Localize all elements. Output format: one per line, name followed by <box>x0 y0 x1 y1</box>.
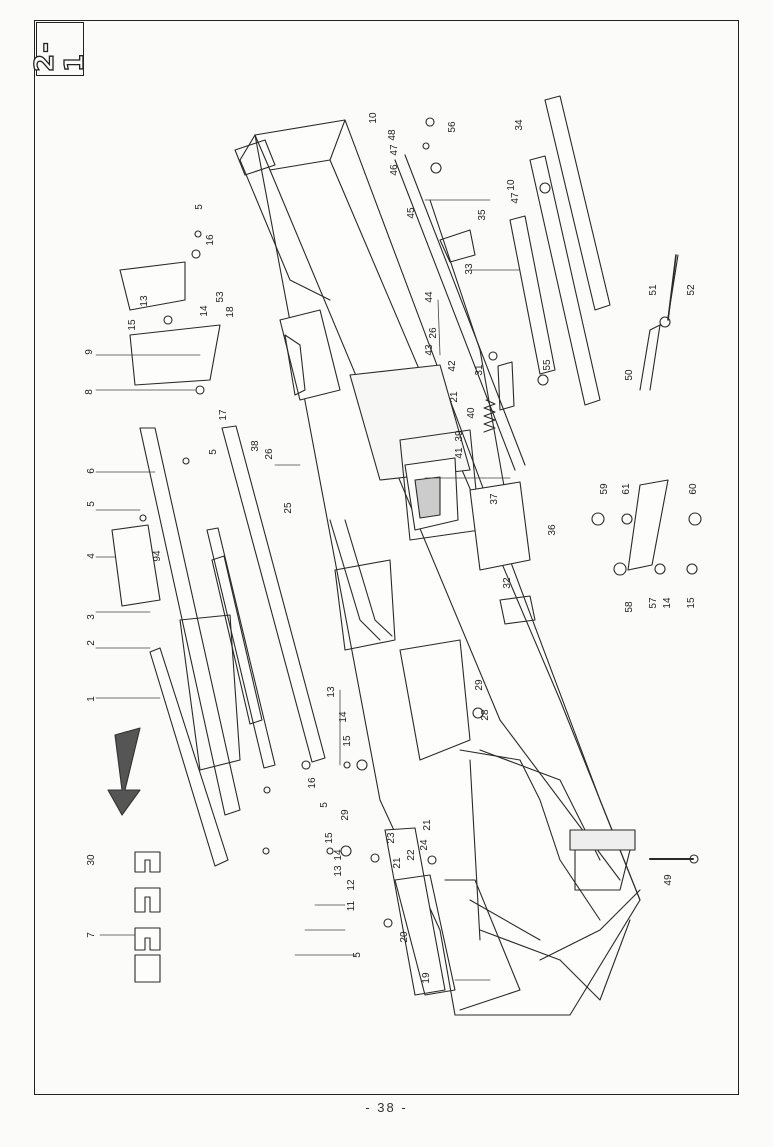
part-number-label: 45 <box>406 207 417 219</box>
leader-lines <box>95 199 521 981</box>
part-number-label: 12 <box>346 879 357 891</box>
part-number-label: 61 <box>621 483 632 495</box>
part-number-label: 29 <box>474 679 485 691</box>
part-number-label: 13 <box>333 865 344 877</box>
part-number-label: 21 <box>449 391 460 403</box>
part-number-label: 38 <box>250 440 261 452</box>
part-number-label: 47 <box>510 192 521 204</box>
part-number-label: 20 <box>399 931 410 943</box>
part-number-label: 40 <box>466 407 477 419</box>
section-tag: 2-1 <box>29 22 91 76</box>
part-number-label: 41 <box>454 447 465 459</box>
part-number-label: 13 <box>326 686 337 698</box>
part-number-label: 60 <box>688 483 699 495</box>
part-number-label: 44 <box>424 291 435 303</box>
part-number-label: 53 <box>215 291 226 303</box>
part-number-label: 7 <box>86 932 97 938</box>
part-number-label: 18 <box>225 306 236 318</box>
part-number-label: 35 <box>477 209 488 221</box>
part-number-label: 4 <box>86 553 97 559</box>
part-number-label: 14 <box>338 711 349 723</box>
part-number-label: 14 <box>333 849 344 861</box>
part-number-label: 37 <box>489 493 500 505</box>
part-number-label: 49 <box>663 874 674 886</box>
part-number-label: 52 <box>686 284 697 296</box>
part-number-label: 5 <box>352 952 363 958</box>
part-number-label: 22 <box>406 849 417 861</box>
drawing-frame <box>34 20 739 1095</box>
direction-arrow <box>107 727 141 816</box>
page-number: - 38 - <box>365 1100 408 1115</box>
part-number-label: 14 <box>199 305 210 317</box>
part-number-label: 11 <box>346 900 357 912</box>
part-number-label: 15 <box>342 735 353 747</box>
rod-52 <box>667 254 677 321</box>
part-number-label: 3 <box>86 614 97 620</box>
part-number-label: 50 <box>624 369 635 381</box>
right-side-parts <box>119 95 679 625</box>
part-number-label: 48 <box>387 129 398 141</box>
fasteners <box>139 117 702 928</box>
part-number-label: 19 <box>421 972 432 984</box>
part-number-label: 6 <box>86 468 97 474</box>
part-number-label: 9 <box>84 349 95 355</box>
main-frame <box>234 119 641 1016</box>
part-number-label: 39 <box>454 430 465 442</box>
part-number-label: 56 <box>447 121 458 133</box>
part-number-label: 30 <box>86 854 97 866</box>
spring <box>483 399 496 433</box>
part-number-label: 5 <box>319 802 330 808</box>
part-number-label: 94 <box>152 550 163 562</box>
part-number-label: 5 <box>86 501 97 507</box>
part-number-label: 55 <box>542 359 553 371</box>
part-number-label: 32 <box>502 577 513 589</box>
part-number-label: 28 <box>480 709 491 721</box>
part-number-label: 15 <box>324 832 335 844</box>
part-number-label: 5 <box>194 204 205 210</box>
part-number-label: 43 <box>424 344 435 356</box>
part-number-label: 26 <box>428 327 439 339</box>
part-number-label: 15 <box>127 319 138 331</box>
part-number-label: 42 <box>447 360 458 372</box>
part-number-label: 15 <box>686 597 697 609</box>
part-number-label: 2 <box>86 640 97 646</box>
part-number-label: 29 <box>340 809 351 821</box>
part-number-label: 1 <box>86 696 97 702</box>
part-number-label: 14 <box>662 597 673 609</box>
part-number-label: 21 <box>392 857 403 869</box>
spring-bar <box>497 361 515 411</box>
part-number-label: 5 <box>208 449 219 455</box>
part-number-label: 24 <box>419 839 430 851</box>
part-number-label: 10 <box>506 179 517 191</box>
part-number-label: 51 <box>648 284 659 296</box>
part-number-label: 10 <box>368 112 379 124</box>
part-number-label: 33 <box>464 263 475 275</box>
part-number-label: 16 <box>205 234 216 246</box>
part-number-label: 31 <box>474 364 485 376</box>
part-number-label: 59 <box>599 483 610 495</box>
part-number-label: 23 <box>386 832 397 844</box>
part-number-label: 8 <box>84 389 95 395</box>
part-number-label: 47 <box>389 144 400 156</box>
part-number-label: 17 <box>218 409 229 421</box>
part-number-label: 57 <box>648 597 659 609</box>
part-number-label: 26 <box>264 448 275 460</box>
side-rails <box>111 425 456 996</box>
shim-plates <box>134 851 161 983</box>
part-number-label: 16 <box>307 777 318 789</box>
part-number-label: 25 <box>283 502 294 514</box>
part-number-label: 36 <box>547 524 558 536</box>
part-number-label: 34 <box>514 119 525 131</box>
part-number-label: 58 <box>624 601 635 613</box>
part-number-label: 13 <box>139 295 150 307</box>
part-number-label: 46 <box>389 164 400 176</box>
part-number-label: 21 <box>422 819 433 831</box>
